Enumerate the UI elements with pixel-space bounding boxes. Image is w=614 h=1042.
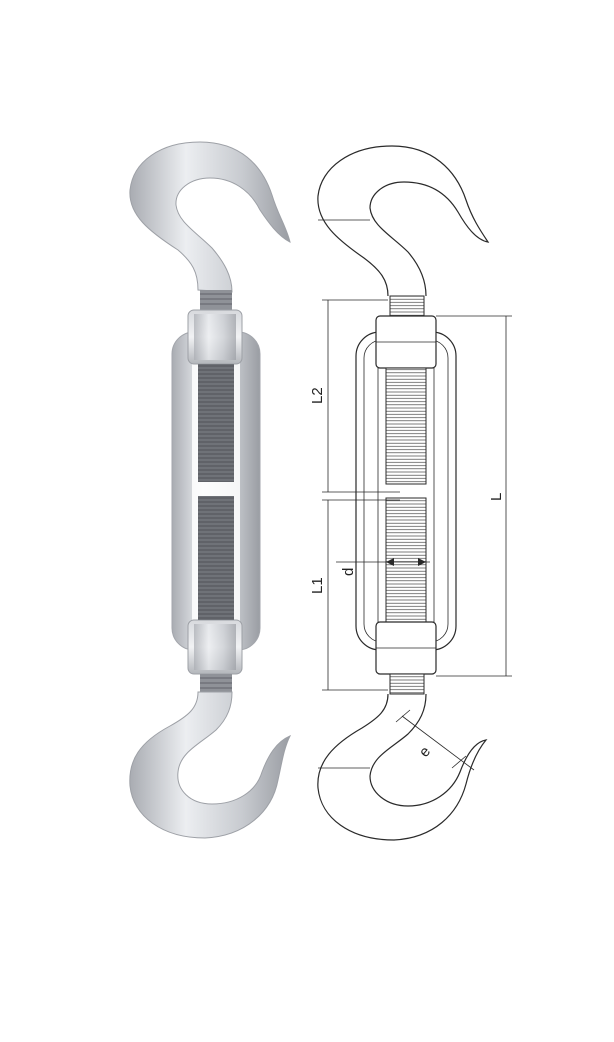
rendered-turnbuckle: [129, 141, 292, 839]
label-L2: L2: [309, 387, 326, 404]
dimension-d: d: [336, 558, 430, 576]
bottom-hook-drawing: [317, 693, 488, 841]
upper-thread-drawing: [385, 367, 427, 485]
top-hook-rendered: [129, 141, 291, 293]
dimension-e: e: [395, 709, 475, 771]
dimension-L2: L2: [309, 299, 400, 493]
label-L: L: [488, 493, 505, 501]
lower-thread-rendered: [198, 496, 234, 620]
upper-thread-rendered: [198, 364, 234, 482]
label-d: d: [340, 568, 357, 576]
bottom-hook-rendered: [129, 691, 292, 839]
dimension-L1: L1: [309, 499, 400, 691]
top-hook-drawing: [317, 145, 490, 297]
technical-drawing: L L2 L1 d e: [309, 145, 512, 841]
dimension-L: L: [436, 315, 512, 677]
label-L1: L1: [309, 577, 326, 594]
label-e: e: [416, 743, 434, 760]
